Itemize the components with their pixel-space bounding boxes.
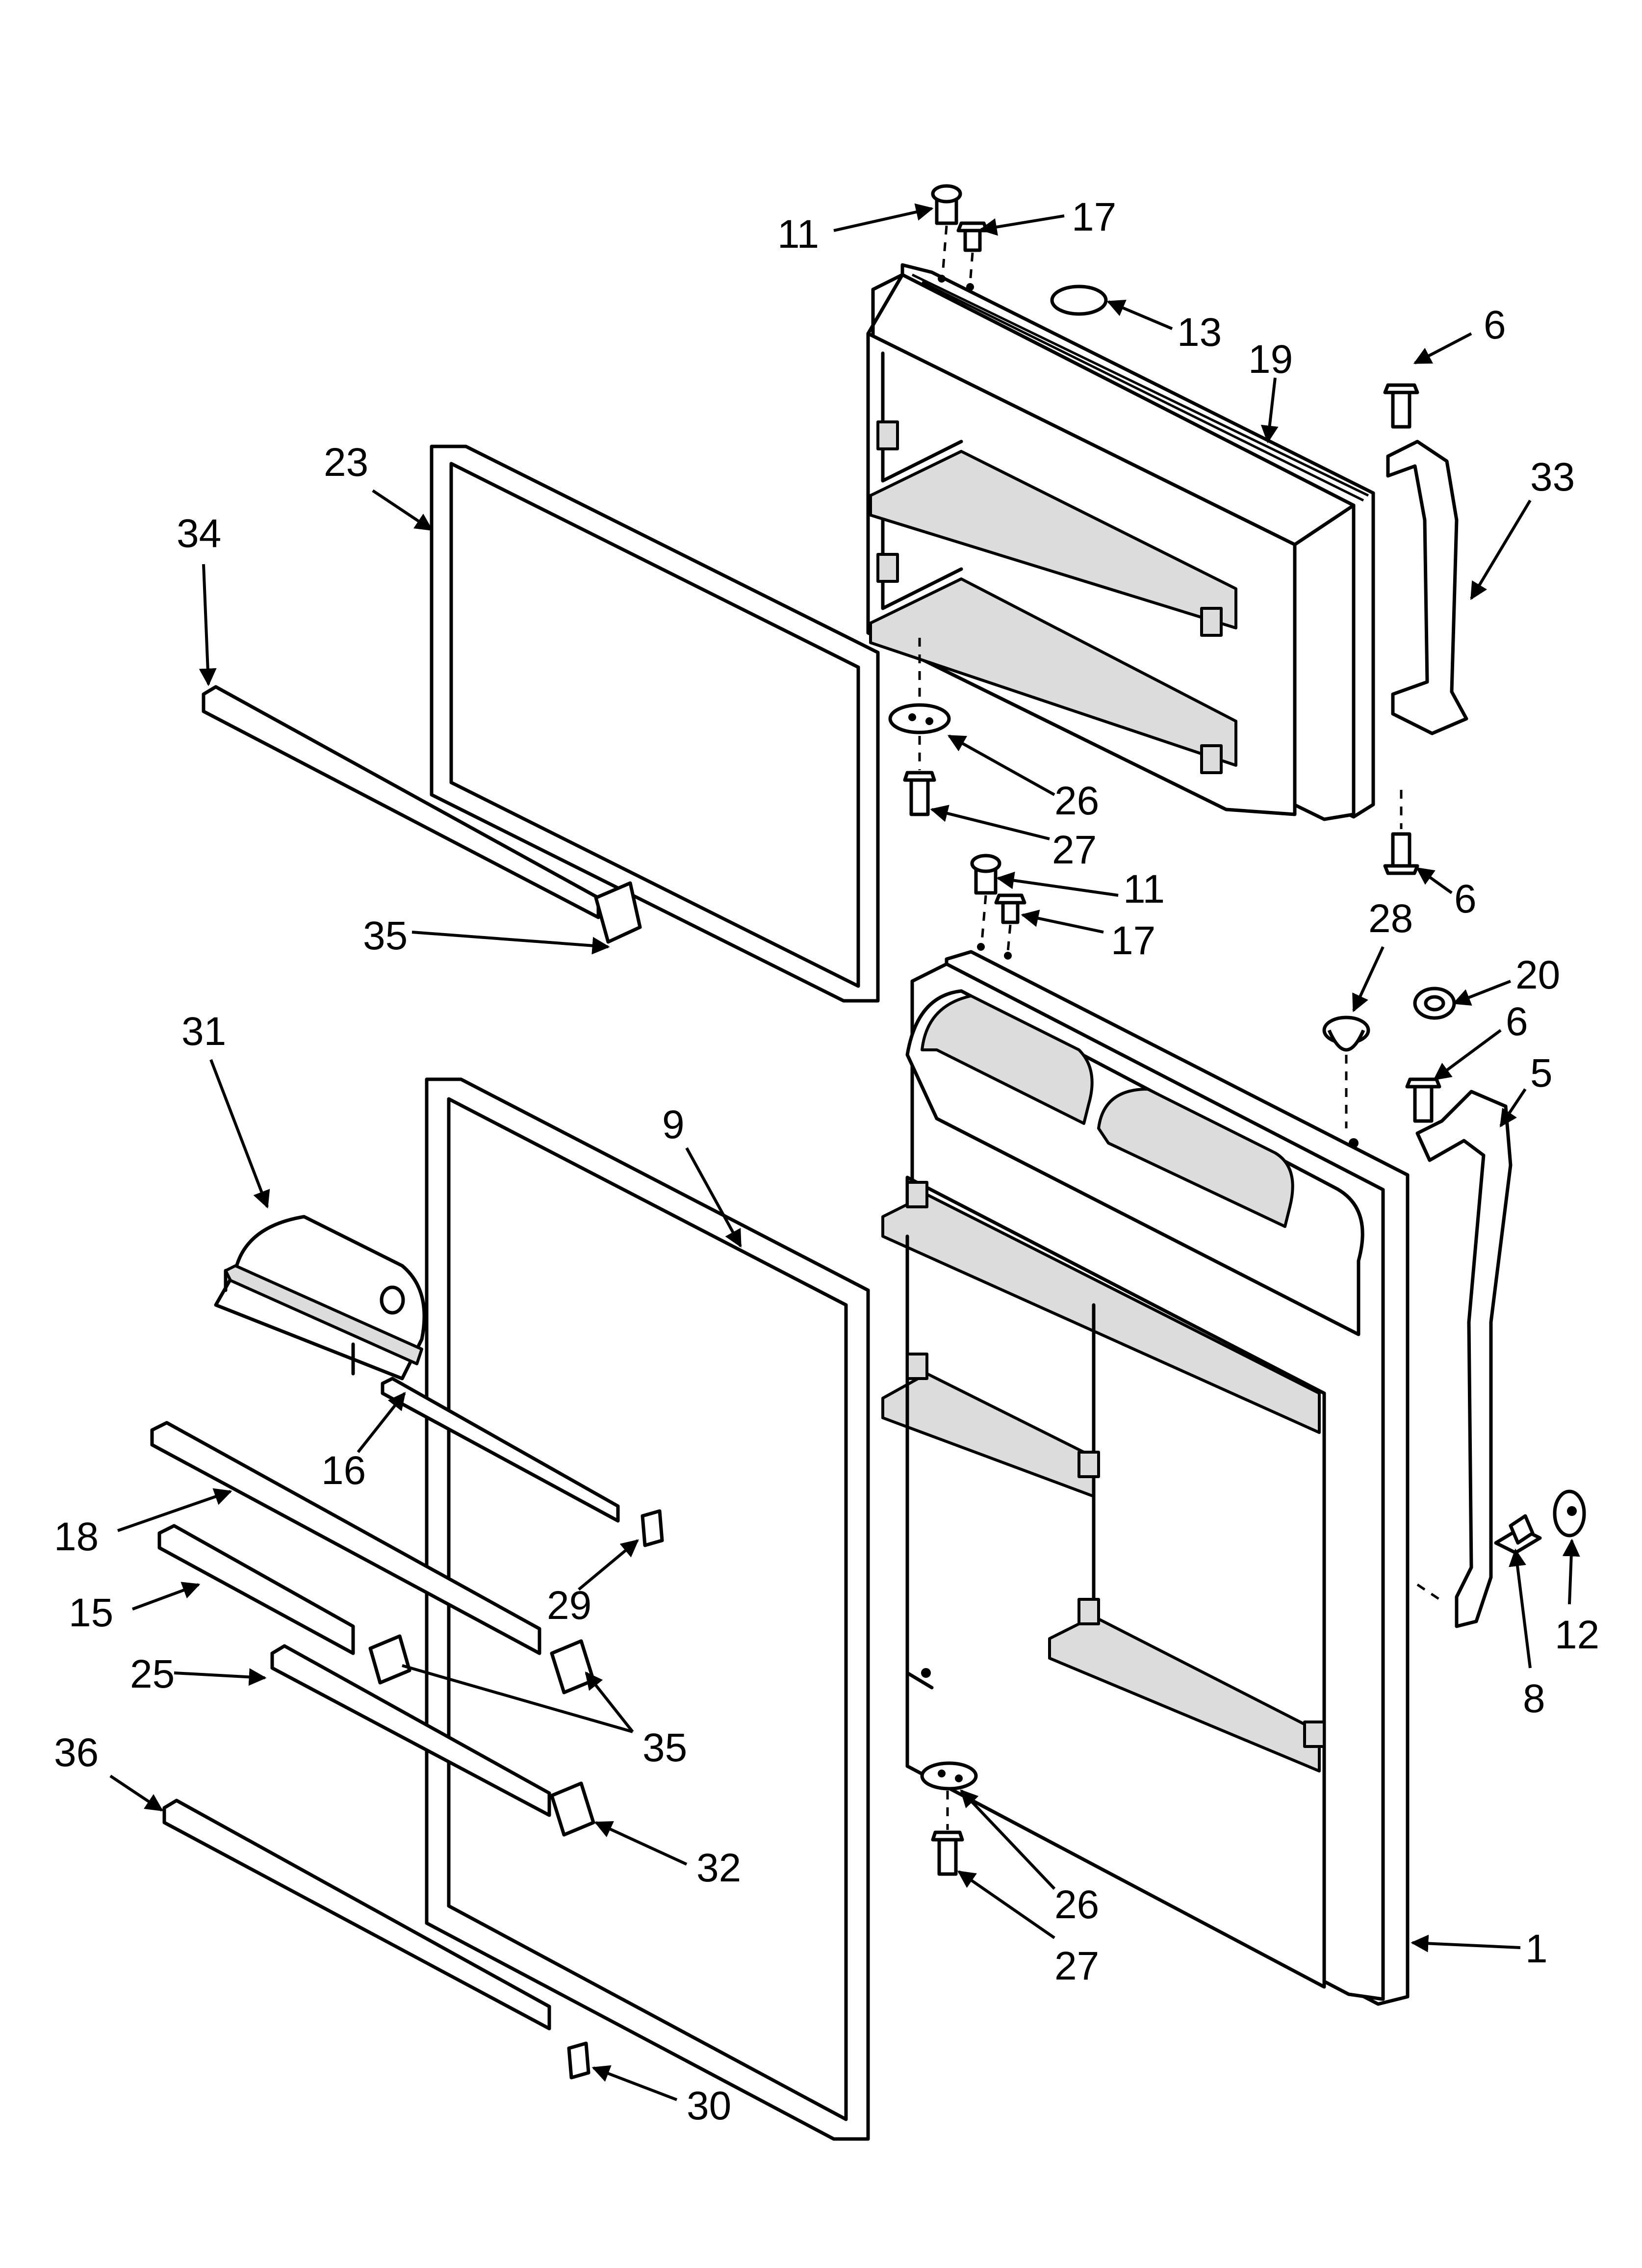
dairy-bin	[214, 1215, 426, 1381]
freezer-top-hardware	[931, 184, 989, 291]
label-6-a: 6	[1484, 303, 1506, 347]
label-17-top: 17	[1072, 195, 1116, 239]
label-27-top: 27	[1052, 828, 1097, 872]
label-32: 32	[696, 1846, 741, 1890]
label-35-bottom: 35	[642, 1725, 687, 1770]
label-1: 1	[1525, 1927, 1548, 1971]
label-11-mid: 11	[1123, 867, 1165, 912]
label-30: 30	[687, 2084, 731, 2128]
label-17-mid: 17	[1111, 918, 1155, 963]
door-rails	[150, 1377, 664, 2080]
freezer-shelf-rail	[202, 685, 642, 944]
label-13: 13	[1177, 310, 1222, 355]
label-29: 29	[547, 1583, 591, 1628]
label-26-bottom: 26	[1054, 1882, 1099, 1927]
label-9: 9	[662, 1102, 685, 1147]
label-34: 34	[177, 511, 221, 556]
leader-lines	[109, 203, 1580, 2101]
label-11-top: 11	[777, 212, 819, 257]
label-18: 18	[54, 1514, 99, 1559]
part-labels: 11 17 13 19 6 33 23 34 26 27 6 35 11 17 …	[54, 195, 1599, 2128]
label-15: 15	[69, 1590, 113, 1635]
label-33: 33	[1530, 455, 1575, 499]
label-16: 16	[321, 1448, 366, 1493]
part-13-plug	[1050, 285, 1108, 316]
fresh-food-hardware	[920, 854, 1456, 1876]
freezer-door	[866, 263, 1375, 821]
label-12: 12	[1555, 1613, 1599, 1657]
label-20: 20	[1515, 953, 1560, 997]
label-36: 36	[54, 1730, 99, 1775]
label-8: 8	[1523, 1676, 1545, 1721]
label-5: 5	[1530, 1051, 1553, 1095]
label-6-c: 6	[1506, 999, 1528, 1044]
freezer-hinge	[888, 638, 951, 816]
fresh-food-gasket	[425, 1077, 870, 2141]
label-23: 23	[324, 440, 368, 485]
label-27-bottom: 27	[1054, 1944, 1099, 1988]
fresh-food-handle	[1405, 1077, 1513, 1628]
label-28: 28	[1368, 896, 1413, 941]
label-6-b: 6	[1454, 877, 1477, 921]
freezer-handle	[1383, 383, 1468, 875]
label-25: 25	[130, 1652, 175, 1696]
fresh-food-door	[881, 950, 1410, 2006]
handle-screw-and-cap	[1494, 1489, 1586, 1555]
label-26-top: 26	[1054, 779, 1099, 823]
label-19: 19	[1248, 337, 1293, 382]
label-31: 31	[181, 1009, 226, 1054]
freezer-gasket	[430, 444, 880, 1003]
label-35-top: 35	[363, 913, 408, 958]
